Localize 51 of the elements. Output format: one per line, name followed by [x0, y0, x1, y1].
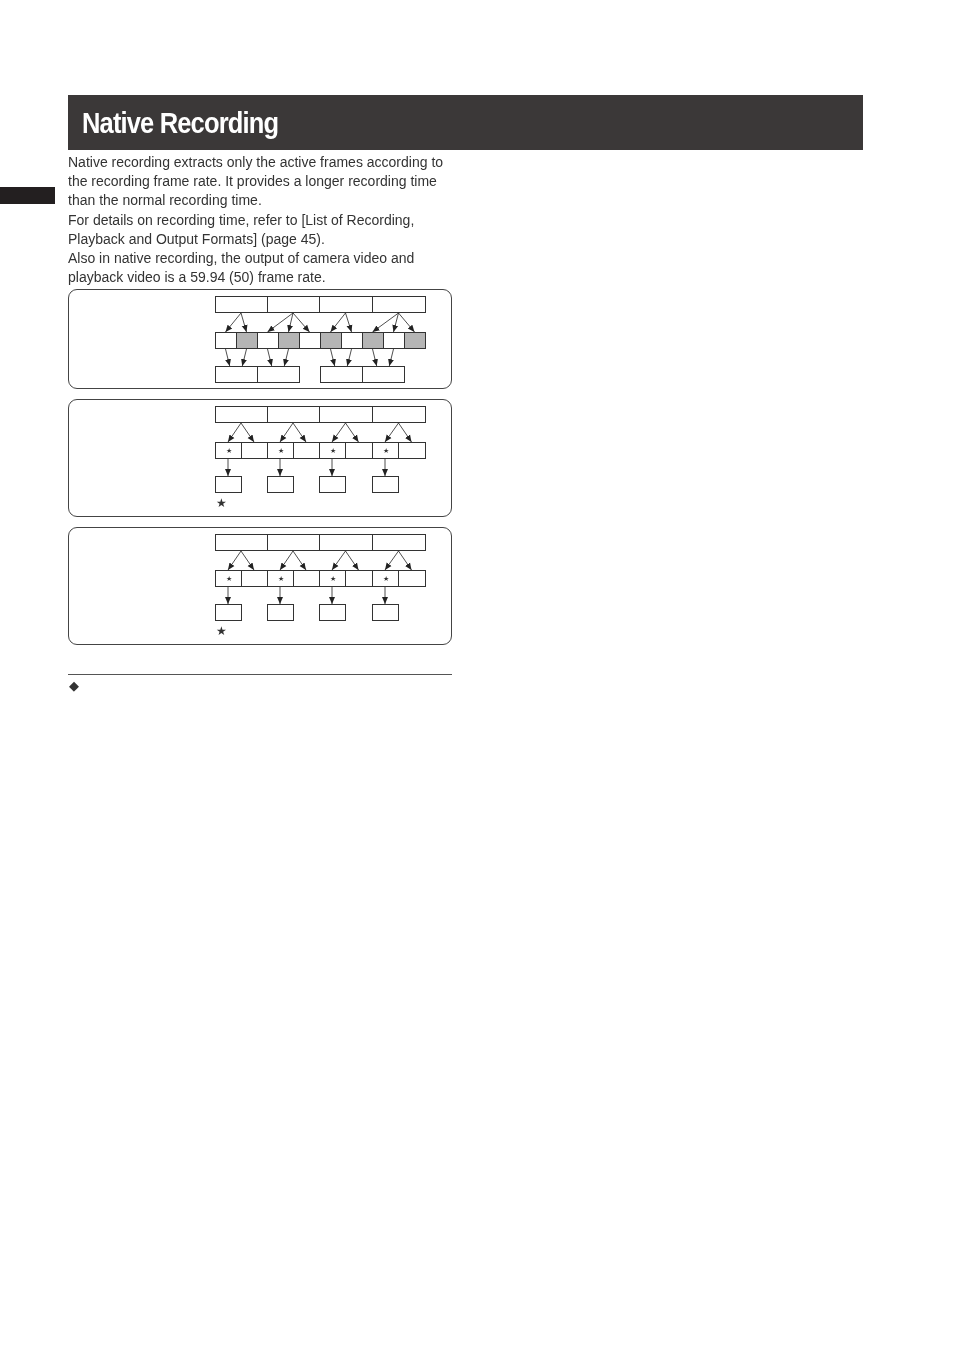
page-title: Native Recording: [82, 105, 279, 140]
frame-box: [267, 476, 294, 493]
frame-box: [362, 332, 384, 349]
bullet-mark: ◆: [69, 679, 79, 692]
frame-box: [372, 534, 426, 551]
frame-box: [267, 296, 320, 313]
frame-box: [362, 366, 405, 383]
frame-box: [215, 604, 242, 621]
frame-box: [215, 476, 242, 493]
frame-box: [215, 406, 268, 423]
frame-box: [267, 534, 320, 551]
frame-box: [345, 570, 373, 587]
frame-box: [372, 604, 399, 621]
frame-box: [319, 406, 373, 423]
frame-box: [398, 570, 426, 587]
frame-box: [215, 534, 268, 551]
frame-box: [215, 366, 258, 383]
frame-box: [215, 296, 268, 313]
frame-box: [267, 604, 294, 621]
frame-box: [241, 570, 268, 587]
frame-box: [278, 332, 300, 349]
frame-box: [293, 570, 320, 587]
frame-box: [320, 366, 363, 383]
frame-box: [372, 406, 426, 423]
frame-box: [383, 332, 405, 349]
frame-box: [299, 332, 321, 349]
frame-box: [215, 332, 237, 349]
frame-box: [319, 296, 373, 313]
diagram-panel: [68, 399, 452, 517]
frame-box: [267, 406, 320, 423]
frame-box: [372, 476, 399, 493]
frame-box: [319, 604, 346, 621]
frame-box: [345, 442, 373, 459]
frame-box: [293, 442, 320, 459]
frame-box: [241, 442, 268, 459]
body-paragraph: For details on recording time, refer to [List of Recording, Playback and Output Formats] (page 45).: [68, 210, 416, 249]
body-paragraph: Native recording extracts only the active frames according to the recording frame rate. It provides a longer recording time than the normal recording time.: [68, 153, 444, 211]
frame-box: [257, 332, 279, 349]
frame-box: [257, 366, 300, 383]
note-mark: ★: [216, 497, 227, 509]
diagram-panel: [68, 527, 452, 645]
diagram-panel: [68, 289, 452, 389]
frame-box: [320, 332, 342, 349]
frame-box: [236, 332, 258, 349]
body-paragraph: Also in native recording, the output of camera video and playback video is a 59.94 (50) frame rate.: [68, 249, 416, 288]
frame-box: [319, 534, 373, 551]
frame-box: [398, 442, 426, 459]
frame-box: [404, 332, 426, 349]
frame-box: [341, 332, 363, 349]
frame-box: [372, 296, 426, 313]
frame-box: [319, 476, 346, 493]
